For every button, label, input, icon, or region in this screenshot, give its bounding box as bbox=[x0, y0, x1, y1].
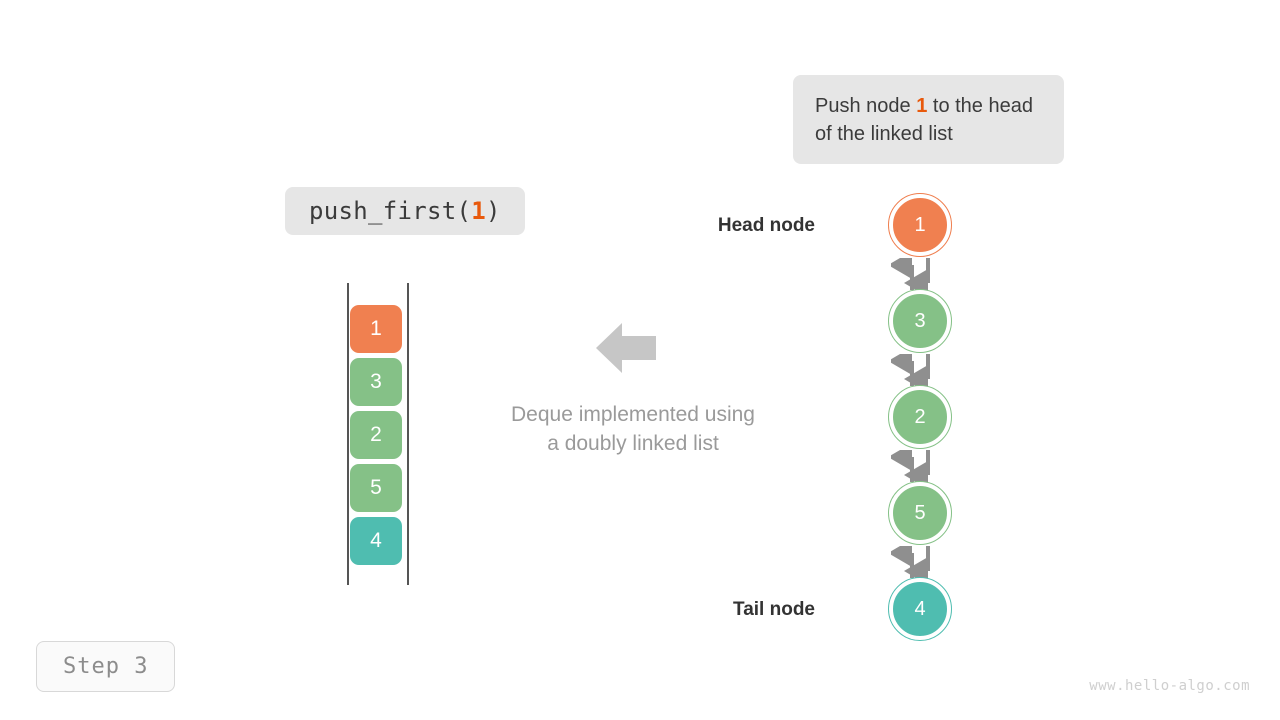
linked-list-node-value: 3 bbox=[914, 309, 926, 332]
stack-cell: 1 bbox=[350, 305, 402, 353]
linked-list-node-value: 1 bbox=[914, 213, 926, 236]
callout-text-before: Push node bbox=[815, 94, 917, 117]
linked-list-node-value: 2 bbox=[914, 405, 926, 428]
linked-list-node: 5 bbox=[888, 481, 952, 545]
stack-cell: 2 bbox=[350, 411, 402, 459]
stack-cell-value: 5 bbox=[370, 476, 382, 499]
callout-text: Push node 1 to the head of the linked li… bbox=[815, 92, 1042, 148]
stack-cell: 3 bbox=[350, 358, 402, 406]
head-node-label: Head node bbox=[717, 215, 815, 236]
linked-list-connector bbox=[888, 443, 949, 489]
stack-rail-left bbox=[347, 283, 349, 585]
left-arrow-icon bbox=[596, 322, 656, 379]
stack-cell-value: 4 bbox=[370, 529, 382, 552]
code-pill-argument: 1 bbox=[471, 197, 486, 225]
stack-visualization: 1 3 2 5 4 bbox=[340, 283, 416, 585]
callout-highlight-value: 1 bbox=[916, 94, 928, 117]
linked-list-node: 3 bbox=[888, 289, 952, 353]
linked-list-node-value: 5 bbox=[914, 501, 926, 524]
linked-list-visualization: 1 Head node 3 2 5 4 Tail node bbox=[718, 190, 1000, 650]
stack-cell: 4 bbox=[350, 517, 402, 565]
stack-cell-value: 2 bbox=[370, 423, 382, 446]
step-badge: Step 3 bbox=[36, 641, 176, 692]
watermark: www.hello-algo.com bbox=[1089, 678, 1250, 694]
linked-list-connector bbox=[888, 251, 949, 297]
code-pill: push_first(1) bbox=[285, 187, 525, 235]
code-pill-suffix: ) bbox=[486, 197, 501, 225]
linked-list-connector bbox=[888, 347, 949, 393]
linked-list-node: 2 bbox=[888, 385, 952, 449]
stack-cell-value: 3 bbox=[370, 370, 382, 393]
stack-cell: 5 bbox=[350, 464, 402, 512]
code-pill-prefix: push_first( bbox=[309, 197, 472, 225]
linked-list-node-value: 4 bbox=[914, 597, 926, 620]
linked-list-node: 4 bbox=[888, 577, 952, 641]
callout-box: Push node 1 to the head of the linked li… bbox=[793, 75, 1064, 164]
stack-cell-list: 1 3 2 5 4 bbox=[350, 305, 402, 570]
center-caption-line2: a doubly linked list bbox=[547, 432, 719, 455]
linked-list-node: 1 bbox=[888, 193, 952, 257]
tail-node-label: Tail node bbox=[733, 599, 815, 620]
center-caption: Deque implemented using a doubly linked … bbox=[453, 400, 813, 458]
callout-text-after: to the head of the linked list bbox=[815, 94, 1033, 145]
stack-rail-right bbox=[407, 283, 409, 585]
linked-list-connector bbox=[888, 539, 949, 585]
stack-cell-value: 1 bbox=[370, 317, 382, 340]
center-caption-line1: Deque implemented using bbox=[511, 403, 755, 426]
